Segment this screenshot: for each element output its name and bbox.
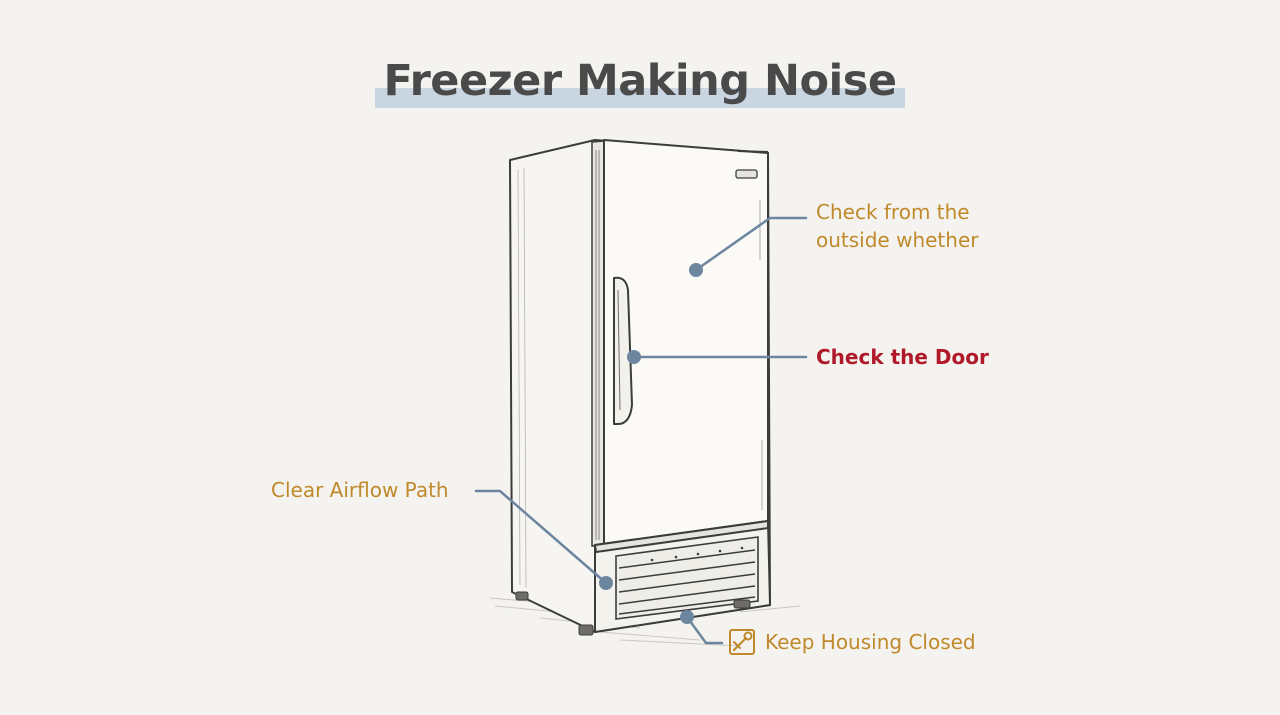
callout-outside-line1: Check from the: [816, 200, 970, 224]
leader-dots: [599, 263, 703, 624]
side-shading: [517, 167, 527, 589]
hinge-strip: [591, 140, 605, 547]
hinge-shading: [595, 150, 600, 540]
freezer-feet: [515, 591, 751, 636]
title-highlight: [375, 88, 905, 108]
vent-dots: [650, 546, 744, 562]
title-text: Freezer Making Noise: [383, 56, 897, 106]
leader-outside: [694, 216, 808, 272]
door-sketch-lines: [759, 200, 763, 510]
callout-housing: Keep Housing Closed: [765, 630, 976, 654]
leader-airflow: [474, 489, 608, 585]
door-handle: [613, 276, 633, 425]
page-title: Freezer Making Noise: [375, 52, 905, 110]
top-edge: [737, 150, 769, 153]
callout-outside-line2: outside whether: [816, 228, 979, 252]
leader-housing: [685, 615, 724, 645]
freezer-side-panel: [509, 139, 596, 633]
vent-slats: [618, 549, 756, 615]
leader-lines: [474, 216, 808, 645]
handle-shine: [617, 289, 621, 411]
callout-airflow: Clear Airflow Path: [271, 478, 449, 502]
vent-grille: [615, 536, 759, 620]
callout-outside-check: Check from the outside whether: [816, 198, 978, 254]
callout-door: Check the Door: [816, 345, 989, 369]
brand-badge: [735, 169, 758, 179]
wrench-box-icon: [729, 629, 755, 655]
title-wrap: Freezer Making Noise: [0, 52, 1280, 110]
